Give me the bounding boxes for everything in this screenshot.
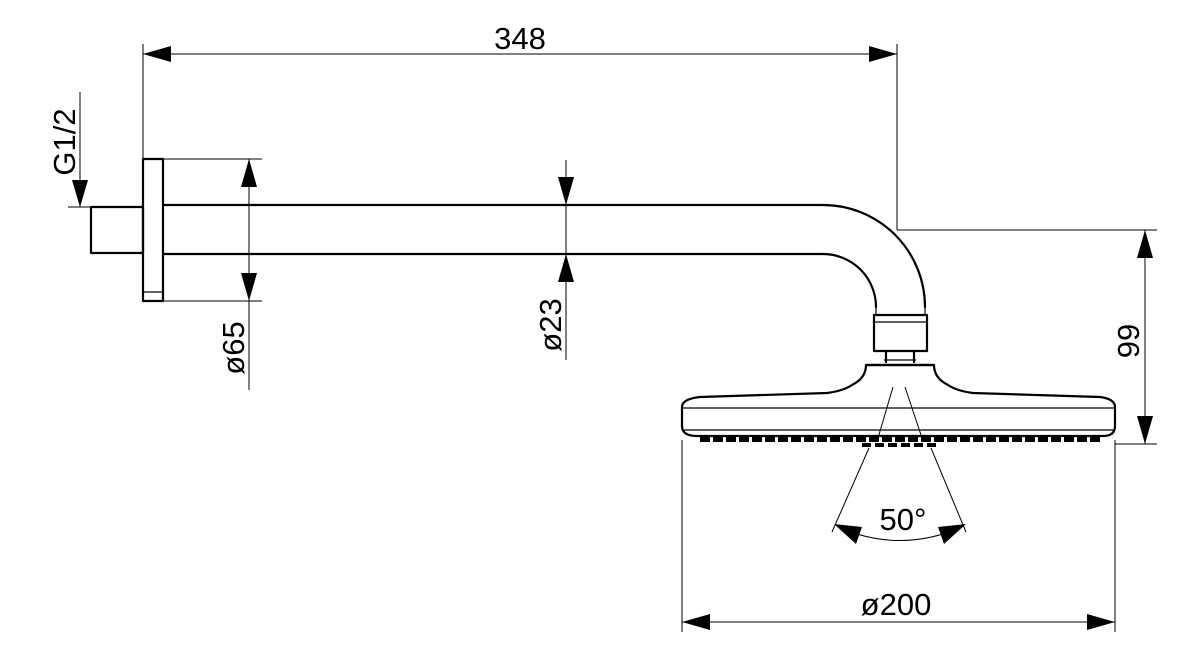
head-diameter-label: ø200 (861, 587, 932, 622)
dimension-spray-angle: 50° (831, 447, 967, 544)
head-drop-label: 99 (1111, 324, 1146, 358)
pipe-diameter-label: ø23 (533, 298, 568, 351)
thread-label: G1/2 (47, 108, 82, 175)
spray-angle-label: 50° (880, 502, 927, 537)
inlet-thread-stub (89, 205, 145, 255)
dimension-arm-length: 348 (142, 21, 898, 230)
shower-head-body (680, 363, 1117, 438)
flange-diameter-label: ø65 (216, 321, 251, 374)
dimension-flange: ø65 (163, 158, 262, 390)
arm-length-label: 348 (494, 21, 546, 56)
dimension-pipe: ø23 (533, 160, 574, 360)
shower-arm (89, 157, 929, 364)
dimension-thread: G1/2 (47, 92, 91, 208)
dimension-head-diameter: ø200 (681, 440, 1116, 632)
wall-flange (141, 157, 165, 303)
pipe-elbow-inner (821, 252, 878, 309)
dimension-head-drop: 99 (897, 229, 1157, 445)
coupling-nut (872, 313, 929, 353)
shower-head (680, 363, 1117, 447)
pipe-elbow-outer (821, 203, 927, 309)
